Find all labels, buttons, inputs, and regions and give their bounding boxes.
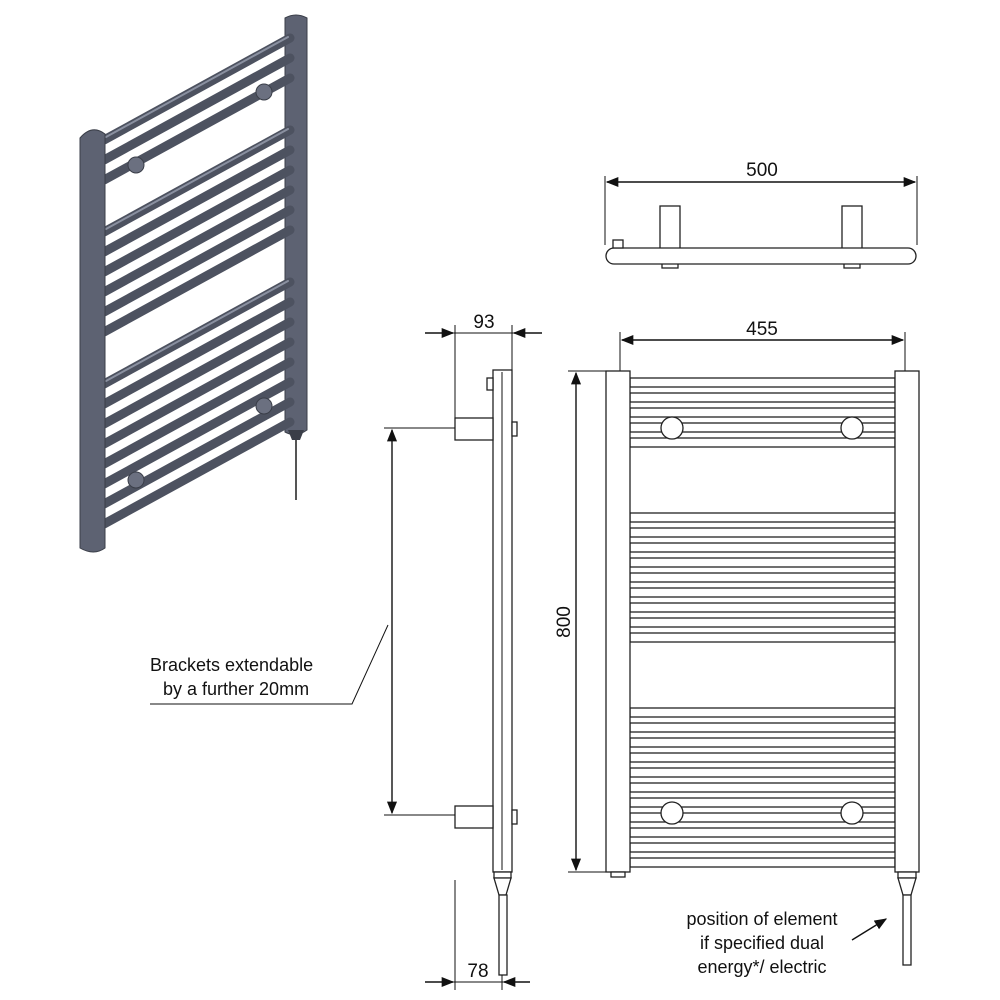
wall-bracket (660, 416, 684, 440)
dimension-455: 455 (746, 319, 778, 340)
brackets-note-line1: Brackets extendable (150, 655, 313, 675)
isometric-view (79, 14, 308, 553)
dimension-93: 93 (473, 312, 494, 333)
iso-bracket (255, 83, 273, 101)
iso-bars (99, 33, 295, 529)
heating-element (902, 894, 912, 966)
front-bars (629, 377, 896, 868)
element-arrow (851, 918, 888, 941)
iso-bracket (127, 156, 145, 174)
front-left-rail (605, 370, 631, 873)
dimension-800: 800 (554, 606, 575, 638)
wall-bracket (660, 801, 684, 825)
element-note-line2: if specified dual (700, 933, 824, 953)
wall-bracket (840, 416, 864, 440)
top-view: 500 (604, 160, 918, 269)
iso-bracket (255, 397, 273, 415)
dimension-78: 78 (467, 961, 488, 982)
front-view: 455 800 (554, 319, 920, 966)
front-right-rail (894, 370, 920, 873)
element-note-line3: energy*/ electric (697, 957, 826, 977)
side-view: 93 78 (150, 312, 542, 990)
element-note-line1: position of element (686, 909, 837, 929)
brackets-note-line2: by a further 20mm (163, 679, 309, 699)
iso-bracket (127, 471, 145, 489)
upper-bracket (454, 417, 494, 441)
lower-bracket (454, 805, 494, 829)
wall-bracket (840, 801, 864, 825)
dimension-500: 500 (746, 160, 778, 181)
